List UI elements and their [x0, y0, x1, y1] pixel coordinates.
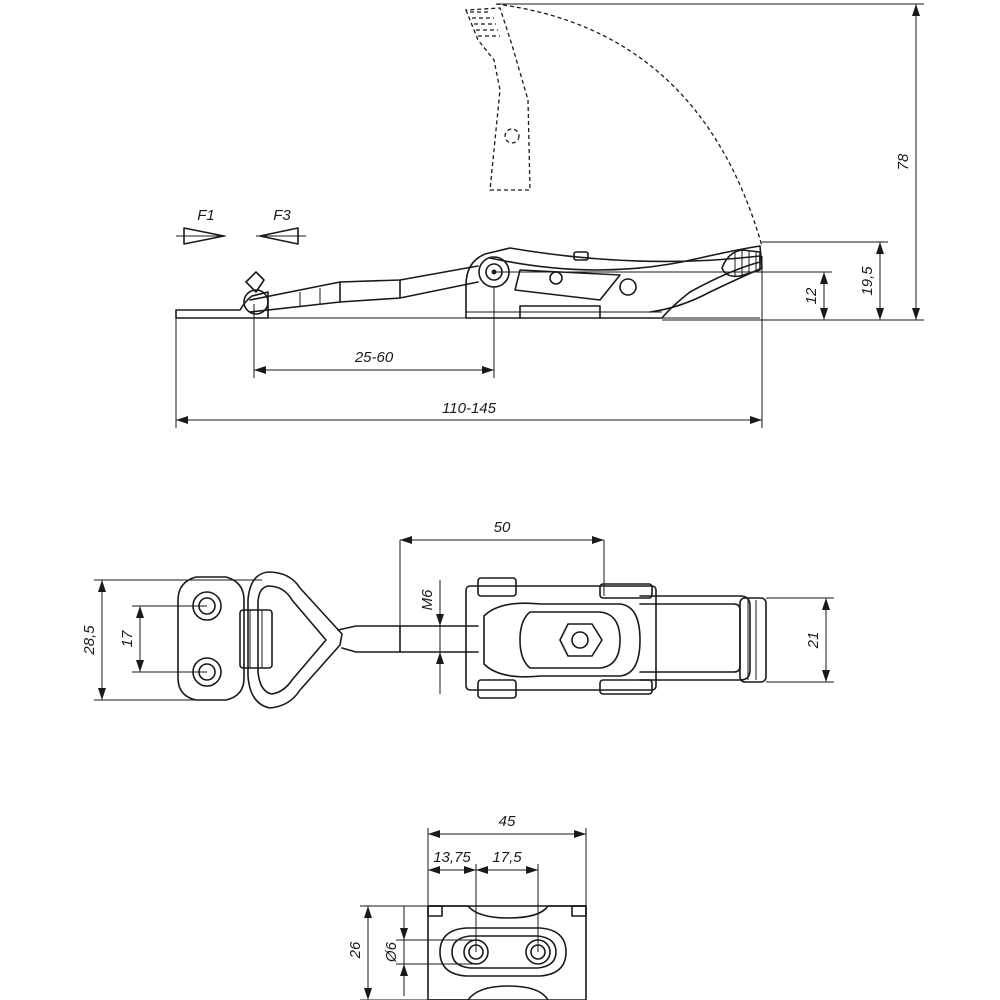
threaded-rod — [337, 625, 479, 653]
dim-adjust-range: 25-60 — [354, 349, 394, 366]
top-view: M6 50 21 28,5 17 — [81, 519, 834, 709]
wire-loop — [247, 571, 343, 709]
force-f3-symbol: F3 — [256, 207, 306, 245]
lever-link — [514, 269, 621, 301]
dim-height-pivot: 12 — [803, 287, 820, 304]
clamp-base-plate — [465, 247, 761, 319]
adjust-nut — [559, 623, 603, 657]
dim-body-length: 50 — [494, 519, 511, 536]
draw-rod — [249, 265, 479, 313]
dim-base-width: 26 — [347, 941, 364, 959]
dim-edge-to-hole: 13,75 — [433, 849, 471, 866]
side-view: 25-60 110-145 78 19,5 12 F1 — [175, 3, 924, 428]
lever-handle-top — [639, 595, 751, 681]
svg-text:F1: F1 — [197, 207, 215, 224]
dim-hook-hole-spacing: 17 — [119, 630, 136, 647]
dim-thread: M6 — [419, 589, 436, 610]
clamp-lever — [489, 245, 763, 313]
dim-body-width: 21 — [805, 632, 822, 650]
dim-height-open: 78 — [895, 153, 912, 170]
dim-hole-diameter: Ø6 — [383, 941, 400, 963]
dim-overall-length: 110-145 — [442, 400, 497, 417]
force-f1-symbol: F1 — [176, 207, 226, 245]
lever-open-position — [465, 7, 531, 191]
dim-hole-spacing: 17,5 — [492, 849, 522, 866]
lever-grip — [721, 249, 761, 278]
base-view: 45 13,75 17,5 26 Ø6 — [347, 813, 587, 1000]
hook-eye — [243, 289, 269, 315]
base-slot-outer — [439, 927, 567, 977]
base-foot — [519, 305, 601, 319]
lever-tab — [573, 251, 589, 261]
dim-hook-width: 28,5 — [81, 625, 98, 656]
link-pin — [549, 271, 563, 285]
base-slot-inner — [451, 935, 557, 969]
clamp-body-top — [465, 585, 657, 691]
hook-hinge — [239, 609, 273, 669]
hook-plate — [175, 291, 269, 319]
lever-pivot-hole — [619, 278, 637, 296]
hook-plate-top — [177, 576, 245, 701]
svg-text:F3: F3 — [273, 207, 291, 224]
hook-tab — [245, 271, 265, 293]
dim-height-lever: 19,5 — [859, 266, 876, 296]
dim-base-length: 45 — [499, 813, 516, 830]
lever-swing-arc — [495, 3, 763, 247]
base-plate — [427, 905, 587, 1000]
